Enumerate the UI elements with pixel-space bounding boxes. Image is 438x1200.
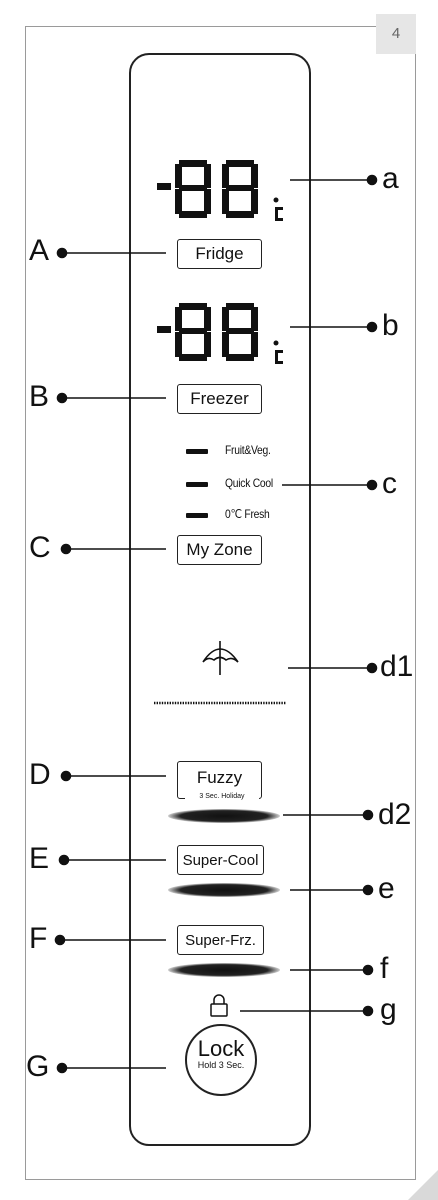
zero-fresh-label: 0℃ Fresh xyxy=(225,507,270,521)
super-cool-led-indicator xyxy=(168,883,280,897)
lock-button[interactable]: Lock Hold 3 Sec. xyxy=(185,1024,257,1096)
callout-E: E xyxy=(29,842,50,875)
callout-d1: d1 xyxy=(380,650,414,683)
holiday-led-indicator xyxy=(168,809,280,823)
left-callout-leaders xyxy=(54,247,166,1074)
callout-G: G xyxy=(26,1050,50,1083)
callout-B: B xyxy=(29,380,50,413)
callout-f: f xyxy=(380,952,389,985)
super-frz-button-label: Super-Frz. xyxy=(185,931,256,949)
callout-A: A xyxy=(29,234,50,267)
lock-button-sublabel: Hold 3 Sec. xyxy=(197,1060,245,1070)
umbrella-icon xyxy=(202,641,239,675)
callout-D: D xyxy=(29,758,51,791)
right-callout-leaders xyxy=(240,174,378,1017)
fridge-button[interactable]: Fridge xyxy=(177,239,262,269)
callout-g: g xyxy=(380,993,397,1026)
padlock-icon xyxy=(210,994,228,1017)
fuzzy-holiday-sublabel: 3 Sec. Holiday xyxy=(185,793,259,800)
freezer-button[interactable]: Freezer xyxy=(177,384,262,414)
callout-c: c xyxy=(382,467,397,500)
callout-F: F xyxy=(29,922,48,955)
quick-cool-indicator xyxy=(186,482,208,487)
super-frz-button[interactable]: Super-Frz. xyxy=(177,925,264,955)
my-zone-button[interactable]: My Zone xyxy=(177,535,262,565)
freezer-unit-symbol xyxy=(273,340,283,364)
page-corner-fold xyxy=(408,1170,438,1200)
quick-cool-label: Quick Cool xyxy=(225,476,273,490)
lock-button-label: Lock xyxy=(197,1036,245,1061)
fruit-veg-label: Fruit&Veg. xyxy=(225,443,271,457)
fridge-temp-display xyxy=(157,160,258,218)
fuzzy-button[interactable]: Fuzzy xyxy=(177,761,262,799)
callout-C: C xyxy=(29,531,51,564)
super-cool-button-label: Super-Cool xyxy=(182,851,259,869)
freezer-temp-display xyxy=(157,303,258,361)
fridge-unit-symbol xyxy=(273,197,283,221)
fridge-button-label: Fridge xyxy=(195,244,244,263)
callout-d2: d2 xyxy=(378,798,412,831)
fuzzy-button-label: Fuzzy xyxy=(196,768,243,787)
freezer-button-label: Freezer xyxy=(190,389,249,408)
page-frame xyxy=(25,26,416,1180)
callout-b: b xyxy=(382,309,399,342)
super-cool-button[interactable]: Super-Cool xyxy=(177,845,264,875)
page-number: 4 xyxy=(376,14,416,54)
zero-fresh-indicator xyxy=(186,513,208,518)
callout-e: e xyxy=(378,872,395,905)
super-frz-led-indicator xyxy=(168,963,280,977)
fruit-veg-indicator xyxy=(186,449,208,454)
callout-a: a xyxy=(382,162,399,195)
my-zone-button-label: My Zone xyxy=(186,540,253,559)
